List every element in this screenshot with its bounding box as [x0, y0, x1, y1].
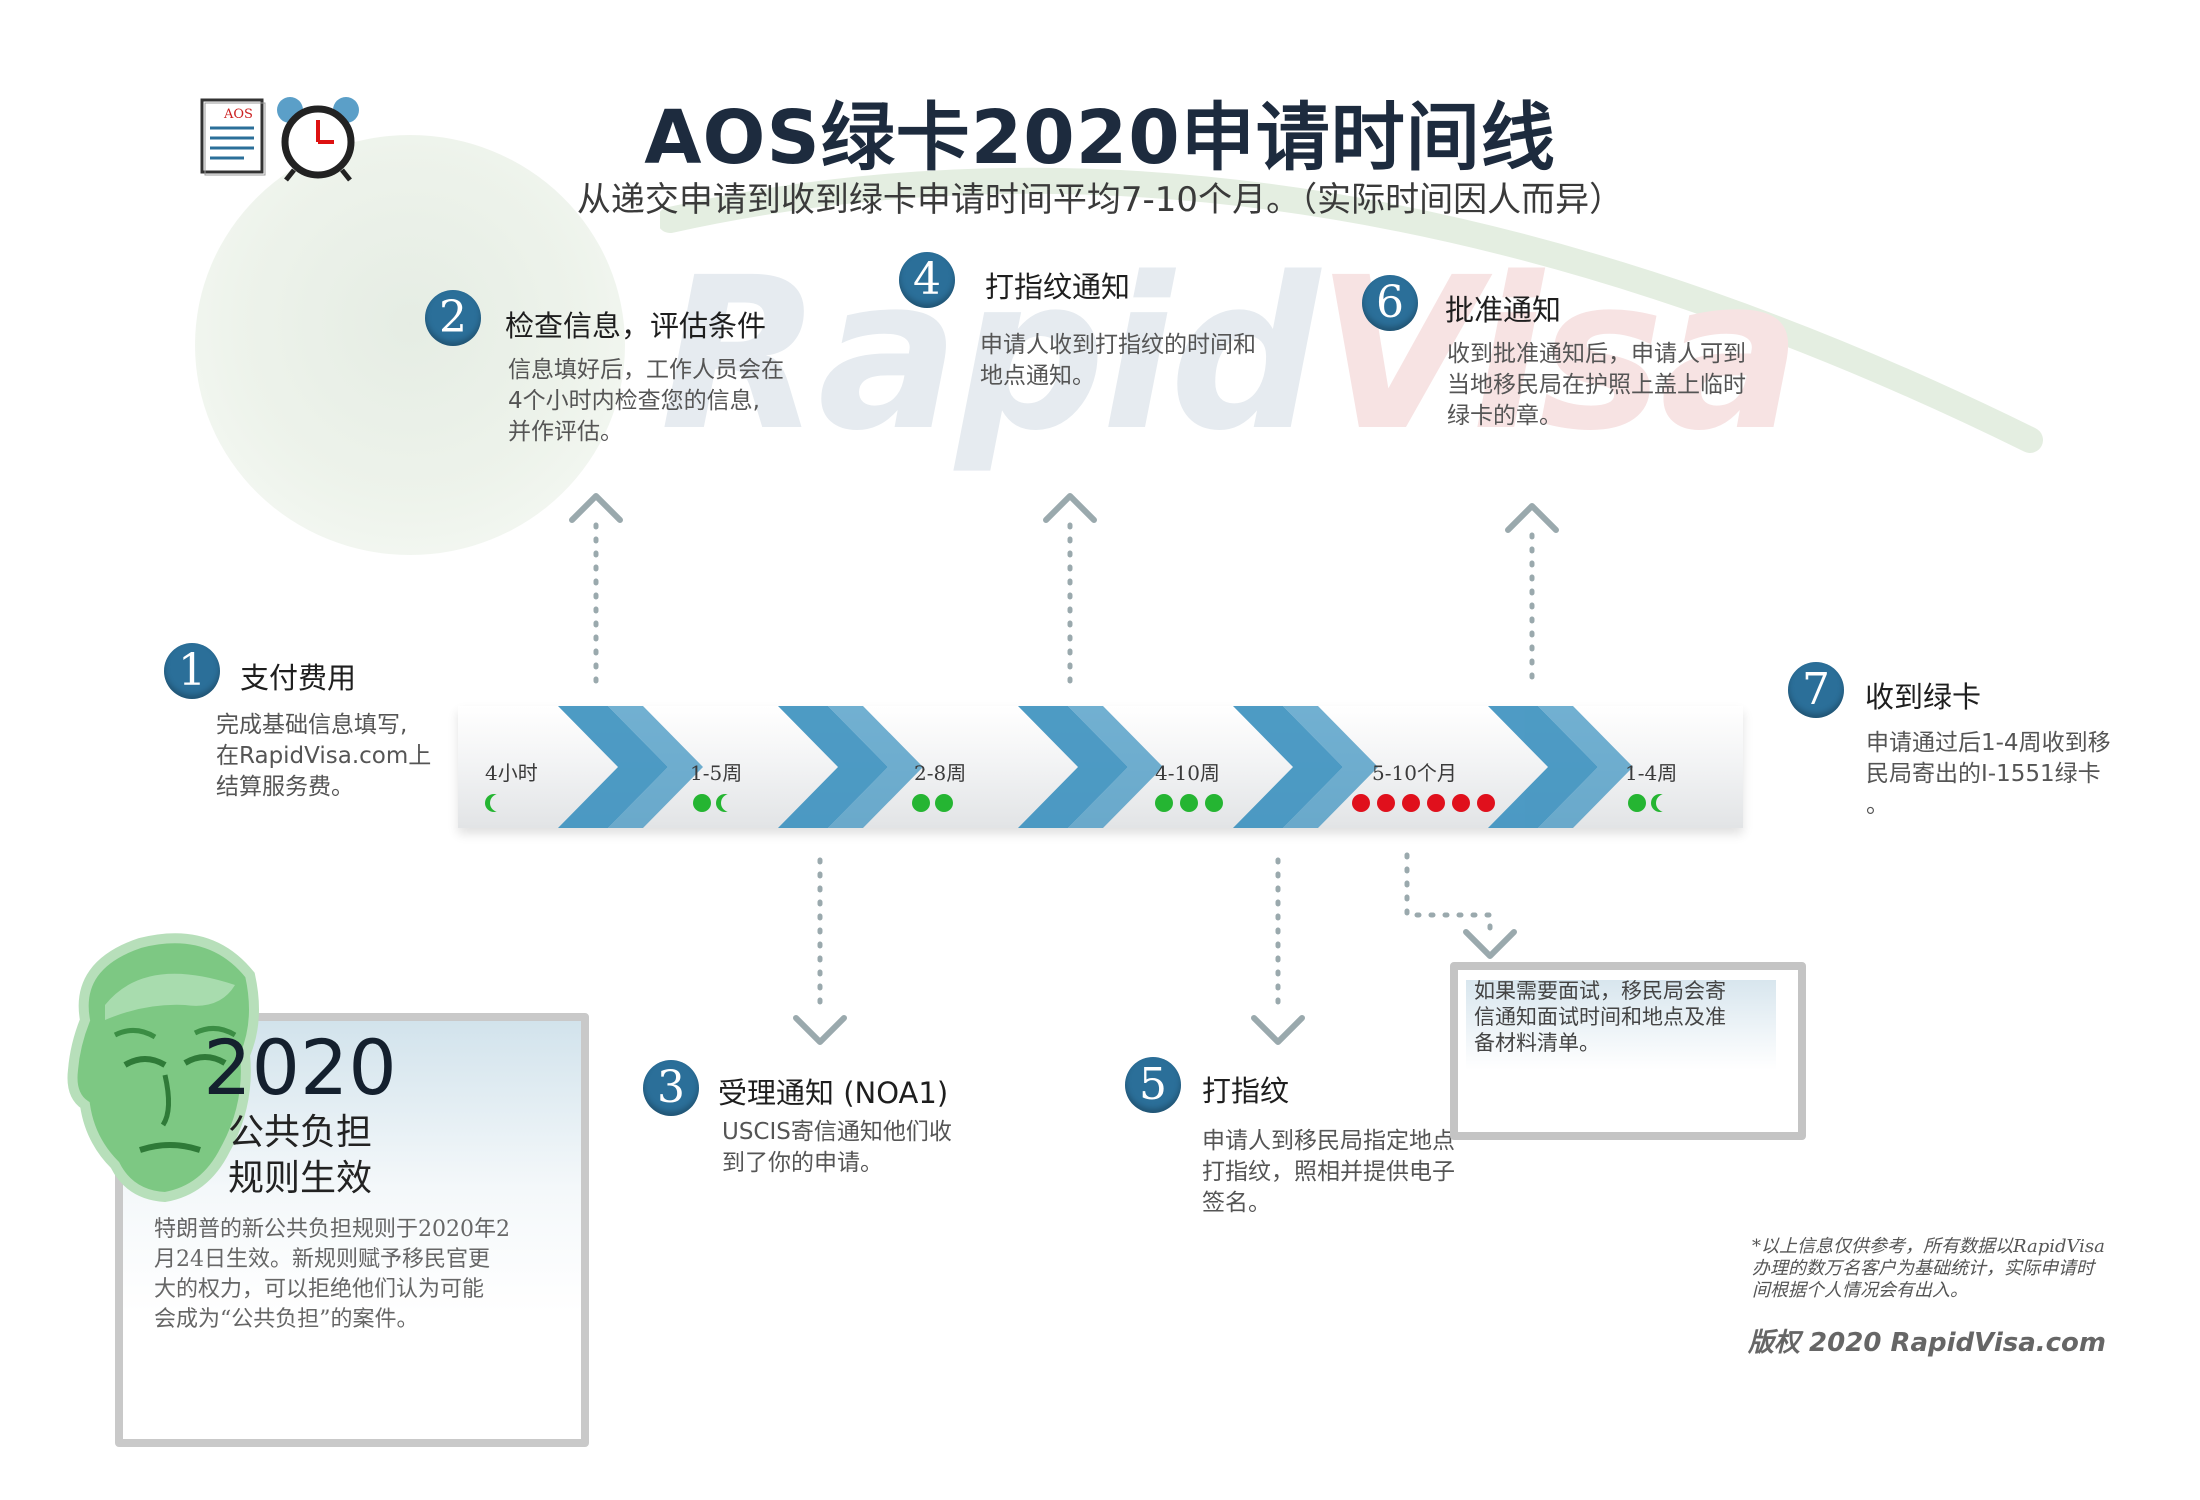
- step-6-title: 批准通知: [1445, 293, 1562, 327]
- progress-dot: [485, 794, 503, 812]
- step-7-description: 申请通过后1-4周收到移民局寄出的I-1551绿卡。: [1866, 730, 2111, 818]
- step-3-number: 3: [643, 1060, 699, 1116]
- step-4-title: 打指纹通知: [985, 270, 1131, 304]
- rule-year: 2020: [203, 1023, 397, 1112]
- step-5-title: 打指纹: [1202, 1074, 1290, 1108]
- progress-dot: [1452, 794, 1470, 812]
- step-7-number: 7: [1788, 662, 1844, 718]
- progress-dot: [1651, 794, 1669, 812]
- progress-dot: [1205, 794, 1223, 812]
- interview-note-text: 如果需要面试，移民局会寄信通知面试时间和地点及准备材料清单。: [1474, 979, 1726, 1055]
- page-title: AOS绿卡2020申请时间线: [644, 95, 1556, 181]
- svg-text:AOS: AOS: [223, 107, 253, 122]
- copyright-text: 版权 2020 RapidVisa.com: [1748, 1328, 2107, 1358]
- step-2-title: 检查信息，评估条件: [505, 309, 767, 343]
- segment-label-1: 4小时: [485, 761, 538, 785]
- page-subtitle: 从递交申请到收到绿卡申请时间平均7-10个月。（实际时间因人而异）: [576, 180, 1624, 220]
- segment-label-2: 1-5周: [690, 761, 743, 785]
- step-2-number: 2: [425, 290, 481, 346]
- step-1-title: 支付费用: [240, 661, 357, 695]
- step-3-title: 受理通知 (NOA1): [718, 1076, 949, 1110]
- progress-dot: [912, 794, 930, 812]
- progress-dot: [1377, 794, 1395, 812]
- step-6-number: 6: [1362, 275, 1418, 331]
- swoosh-watermark: [660, 167, 2043, 453]
- step-6-description: 收到批准通知后，申请人可到当地移民局在护照上盖上临时绿卡的章。: [1447, 341, 1746, 429]
- segment-label-5: 5-10个月: [1372, 761, 1457, 785]
- step-4-description: 申请人收到打指纹的时间和地点通知。: [980, 332, 1256, 389]
- progress-dot: [693, 794, 711, 812]
- progress-dot: [935, 794, 953, 812]
- step-1-description: 完成基础信息填写,在RapidVisa.com上结算服务费。: [216, 712, 432, 800]
- step-5-number: 5: [1125, 1057, 1181, 1113]
- globe-watermark: [195, 135, 625, 555]
- progress-dot: [1402, 794, 1420, 812]
- segment-label-4: 4-10周: [1155, 761, 1220, 785]
- segment-label-6: 1-4周: [1625, 761, 1678, 785]
- step-5-description: 申请人到移民局指定地点打指纹，照相并提供电子签名。: [1202, 1128, 1455, 1216]
- segment-label-3: 2-8周: [914, 761, 967, 785]
- rule-title: 公共负担规则生效: [227, 1112, 372, 1199]
- alarm-clock-icon: [277, 97, 359, 182]
- progress-dot: [1427, 794, 1445, 812]
- interview-note-box: 如果需要面试，移民局会寄信通知面试时间和地点及准备材料清单。: [1450, 962, 1806, 1140]
- progress-dot: [1477, 794, 1495, 812]
- progress-dot: [1180, 794, 1198, 812]
- progress-dot: [1352, 794, 1370, 812]
- progress-dot: [716, 794, 734, 812]
- progress-dot: [1155, 794, 1173, 812]
- portrait-illustration: [67, 933, 259, 1203]
- timeline-arrows: [558, 706, 1633, 828]
- progress-dot: [1628, 794, 1646, 812]
- document-icon: AOS: [200, 98, 266, 176]
- step-4-number: 4: [899, 252, 955, 308]
- step-7-title: 收到绿卡: [1865, 680, 1982, 714]
- step-3-description: USCIS寄信通知他们收到了你的申请。: [722, 1119, 952, 1176]
- rapidvisa-watermark: RapidVisa: [660, 232, 1802, 477]
- step-1-number: 1: [164, 643, 220, 699]
